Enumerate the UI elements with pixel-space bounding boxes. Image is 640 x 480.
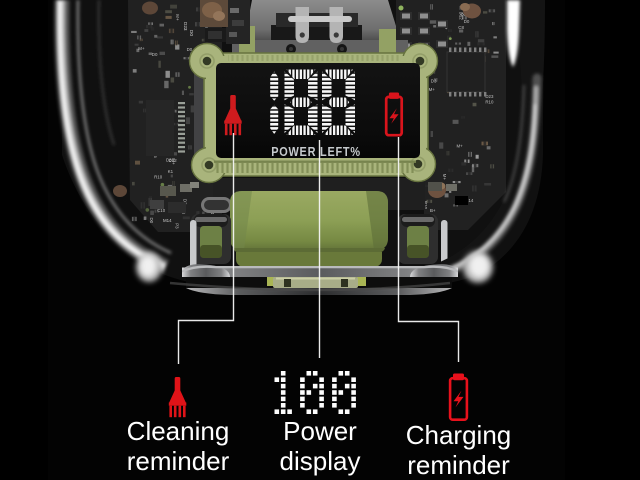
svg-text:D3: D3 (431, 78, 437, 83)
svg-text:D2: D2 (183, 199, 188, 205)
svg-text:M+: M+ (442, 174, 447, 181)
svg-text:D0: D0 (460, 12, 466, 17)
svg-text:B+: B+ (430, 208, 436, 213)
svg-text:M+: M+ (138, 46, 145, 51)
svg-text:D0: D0 (187, 47, 193, 52)
svg-text:D12: D12 (458, 12, 463, 21)
svg-text:M+: M+ (457, 143, 464, 148)
svg-text:M14: M14 (163, 218, 172, 223)
svg-text:R14: R14 (465, 198, 474, 203)
svg-text:M+: M+ (175, 14, 180, 21)
svg-text:C10: C10 (157, 208, 166, 213)
svg-text:D0: D0 (149, 218, 154, 224)
svg-text:R10: R10 (423, 201, 428, 210)
svg-text:D23: D23 (183, 22, 188, 31)
svg-text:POWER LEFT%: POWER LEFT% (271, 144, 361, 159)
svg-text:D23: D23 (485, 94, 494, 99)
svg-text:C8: C8 (458, 25, 464, 30)
svg-text:D12: D12 (169, 158, 178, 163)
svg-text:K1: K1 (168, 169, 174, 174)
svg-text:D0: D0 (189, 30, 194, 36)
svg-text:D0: D0 (152, 52, 158, 57)
svg-text:M+: M+ (429, 87, 436, 92)
svg-text:D0: D0 (464, 19, 470, 24)
svg-text:M+: M+ (171, 158, 176, 165)
svg-text:P3: P3 (174, 223, 179, 229)
svg-text:D12: D12 (210, 209, 215, 218)
svg-text:R10: R10 (485, 99, 494, 104)
svg-text:D3: D3 (166, 157, 172, 162)
svg-text:R10: R10 (154, 175, 163, 180)
